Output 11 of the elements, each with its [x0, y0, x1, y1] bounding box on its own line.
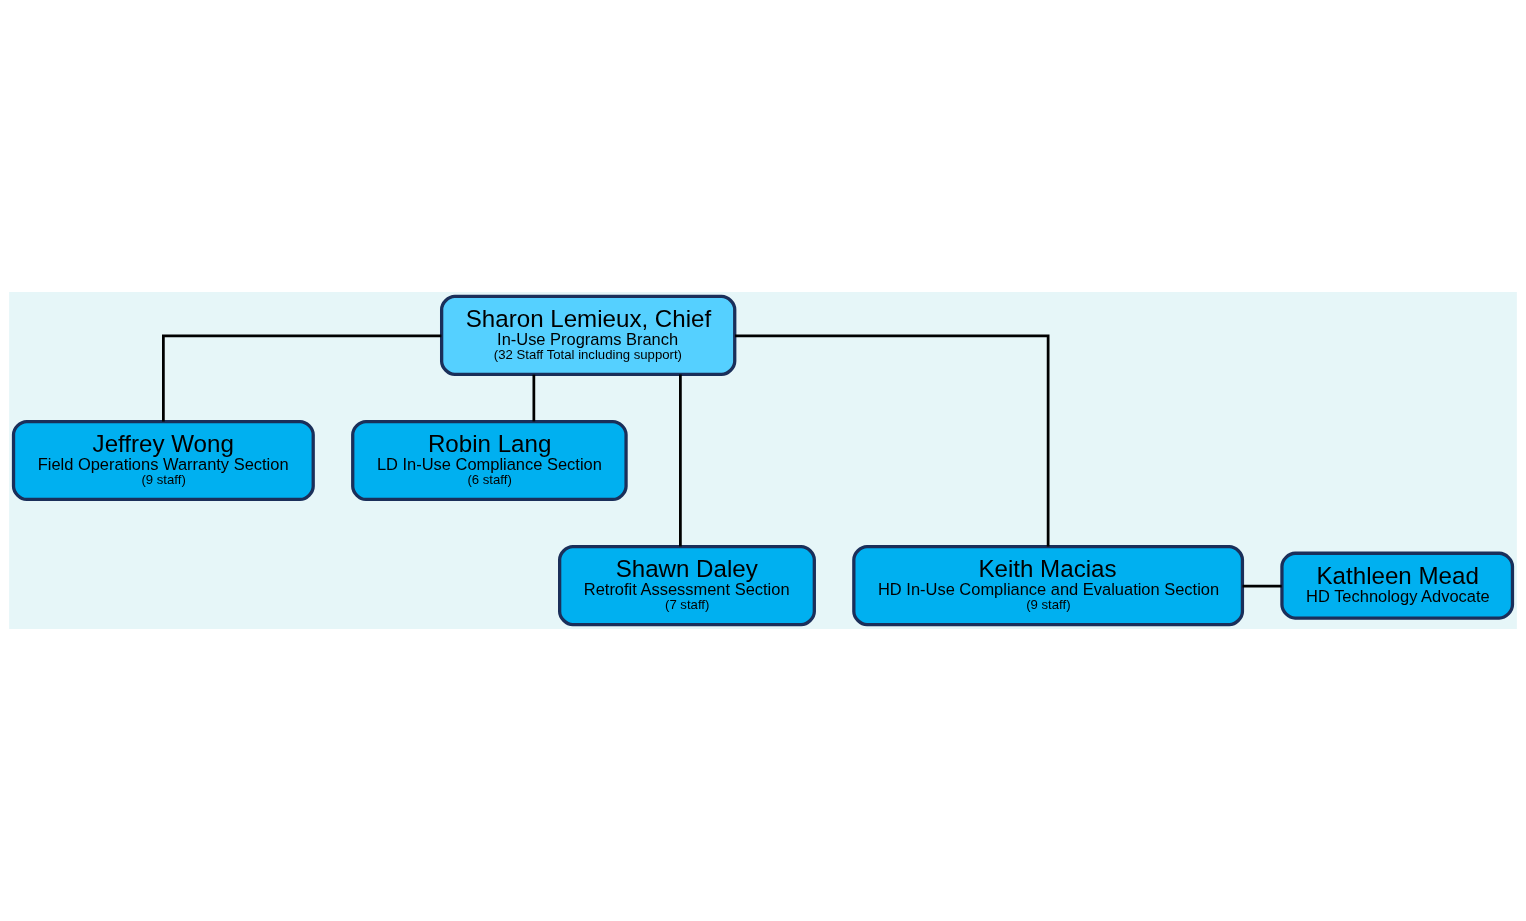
node-box: Robin Lang LD In-Use Compliance Section (6 staff): [351, 419, 628, 502]
node-box: Sharon Lemieux, Chief In-Use Programs Branch (32 Staff Total including support): [440, 294, 737, 376]
node-box: Kathleen Mead HD Technology Advocate: [1280, 551, 1515, 620]
connector: [1242, 584, 1282, 588]
node-box: Keith Macias HD In-Use Compliance and Evaluation Section (9 staff): [852, 545, 1245, 627]
connector: [532, 374, 536, 422]
connector: [679, 374, 682, 547]
node-box: Shawn Daley Retrofit Assessment Section (7 staff): [558, 545, 816, 627]
connector: [735, 334, 1050, 547]
connector: [162, 334, 442, 422]
node-box: Jeffrey Wong Field Operations Warranty Section (9 staff): [11, 419, 315, 502]
